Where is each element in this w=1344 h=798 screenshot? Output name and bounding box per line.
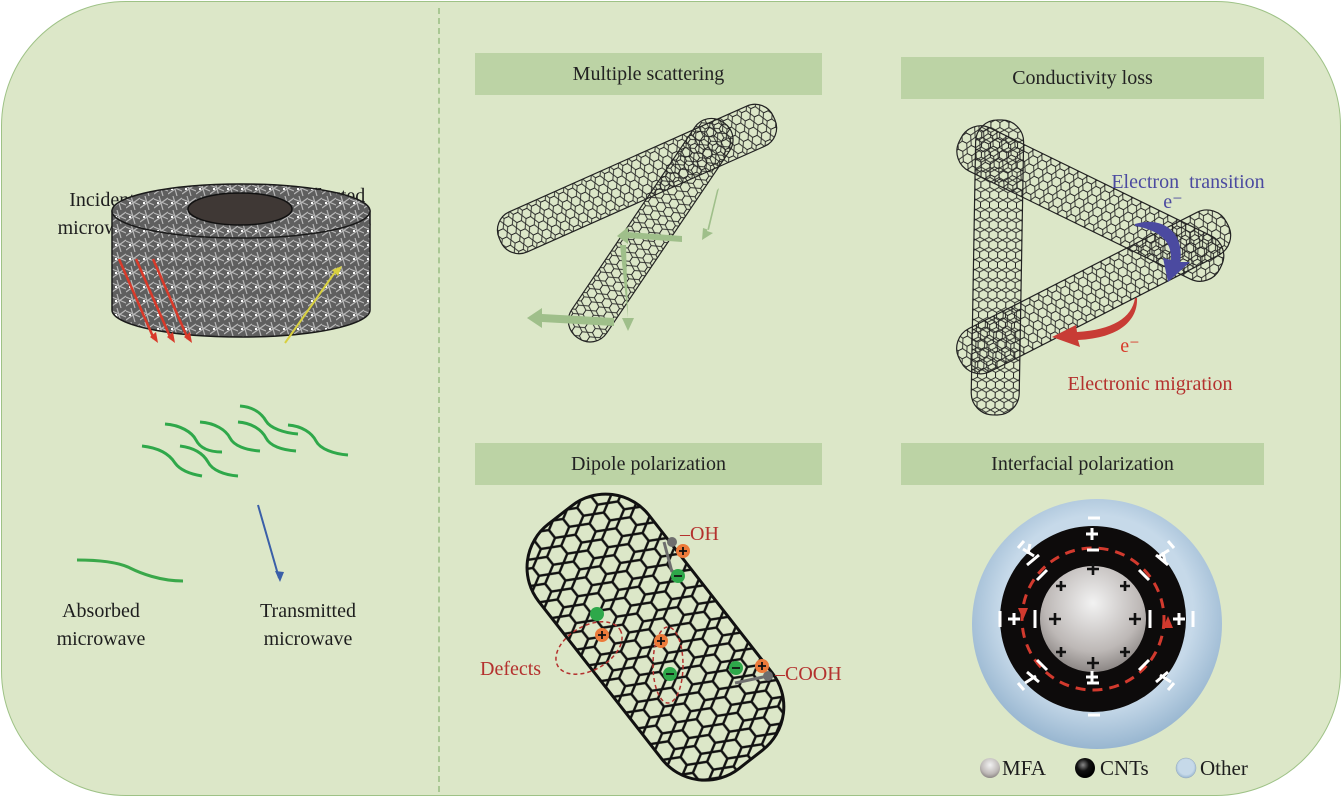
legend-ball-cnts xyxy=(1075,758,1095,778)
mfa-core xyxy=(1040,566,1146,672)
e-symbol-blue: e⁻ xyxy=(1163,191,1183,213)
electron-transition-arrow xyxy=(1135,221,1190,282)
absorbed-waves xyxy=(141,404,349,478)
current-loop xyxy=(1020,546,1166,692)
loop-arrow-left xyxy=(1018,608,1028,620)
transmitted-line1: Transmitted xyxy=(260,600,356,622)
oh-bond xyxy=(662,541,674,573)
conductivity-loss-title: Conductivity loss xyxy=(1012,66,1153,89)
cylinder-body xyxy=(111,210,371,338)
absorbed-line1: Absorbed xyxy=(62,600,140,622)
transmitted-label: Transmitted microwave xyxy=(248,597,368,653)
multiple-scattering-title: Multiple scattering xyxy=(572,62,725,85)
scattering-arrows xyxy=(527,188,719,331)
cooh-atom xyxy=(763,671,773,681)
absorbed-label: Absorbed microwave xyxy=(46,597,156,653)
legend-ball-other xyxy=(1175,757,1197,779)
header-dipole-polarization: Dipole polarization xyxy=(475,443,822,485)
electronic-migration-label: Electronic migration xyxy=(1067,373,1233,395)
absorbed-line2: microwave xyxy=(56,628,146,650)
legend-ball-mfa xyxy=(980,758,1000,778)
defects-label: Defects xyxy=(480,658,542,680)
interfacial-polarization-title: Interfacial polarization xyxy=(991,452,1174,475)
loop-arrow-right xyxy=(1163,616,1173,628)
e-symbol-red: e⁻ xyxy=(1120,335,1140,357)
cooh-label: –COOH xyxy=(775,663,842,685)
electron-transition-label: Electron transition xyxy=(1111,171,1265,193)
legend-cnts: CNTs xyxy=(1100,756,1149,780)
legend-mfa: MFA xyxy=(1002,756,1046,780)
oh-label: –OH xyxy=(680,523,719,545)
dashed-divider xyxy=(438,8,440,792)
reflected-arrowhead xyxy=(332,266,342,276)
charge-signs xyxy=(598,547,766,675)
transmitted-arrowhead xyxy=(275,571,284,582)
transmitted-line2: microwave xyxy=(263,628,353,650)
cnt-tube xyxy=(956,209,1232,375)
header-multiple-scattering: Multiple scattering xyxy=(475,53,822,95)
incident-arrows xyxy=(117,258,190,340)
oh-atom xyxy=(667,537,677,547)
cooh-bond xyxy=(734,674,769,685)
incident-arrowheads xyxy=(150,332,192,343)
header-conductivity-loss: Conductivity loss xyxy=(901,57,1264,99)
legend-other: Other xyxy=(1200,756,1248,780)
reflected-arrow xyxy=(284,267,339,344)
interface-charges xyxy=(998,516,1195,717)
electronic-migration-arrow xyxy=(1052,298,1138,347)
header-interfacial-polarization: Interfacial polarization xyxy=(901,443,1264,485)
transmitted-arrow xyxy=(257,504,280,579)
dipole-polarization-title: Dipole polarization xyxy=(571,452,726,475)
core-charges xyxy=(1049,563,1141,669)
defect-ellipses xyxy=(555,621,684,704)
absorbed-legend-wave xyxy=(76,558,184,583)
cnt-tube xyxy=(567,117,734,343)
cylinder-hole xyxy=(187,192,293,226)
absorber-cylinder xyxy=(76,183,371,583)
